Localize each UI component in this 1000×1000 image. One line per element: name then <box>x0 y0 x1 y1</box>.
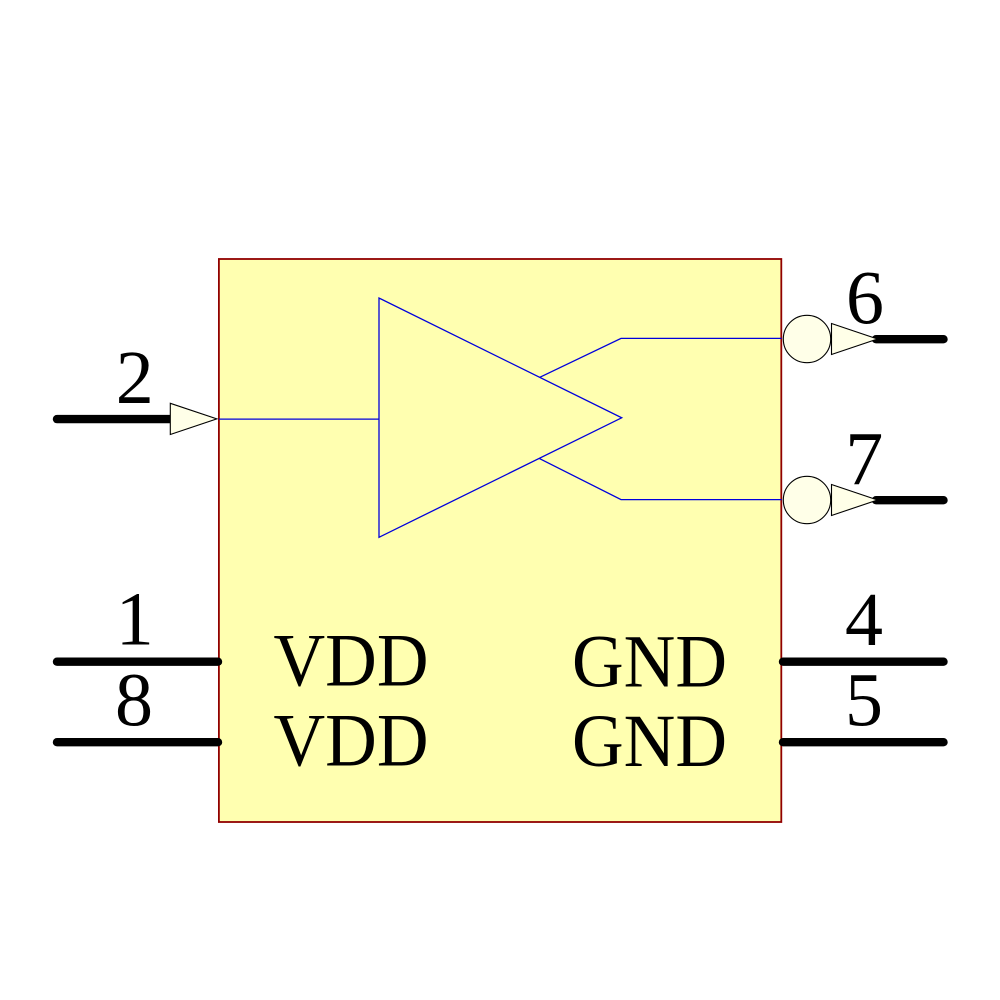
svg-text:1: 1 <box>116 578 154 662</box>
svg-text:4: 4 <box>845 578 883 662</box>
svg-text:GND: GND <box>572 700 727 783</box>
svg-text:7: 7 <box>845 417 883 501</box>
svg-text:6: 6 <box>846 257 884 341</box>
svg-text:VDD: VDD <box>274 700 429 783</box>
svg-text:VDD: VDD <box>274 620 429 703</box>
svg-text:5: 5 <box>845 659 883 743</box>
svg-text:8: 8 <box>115 659 153 743</box>
svg-text:2: 2 <box>116 336 154 420</box>
svg-text:GND: GND <box>572 621 727 704</box>
